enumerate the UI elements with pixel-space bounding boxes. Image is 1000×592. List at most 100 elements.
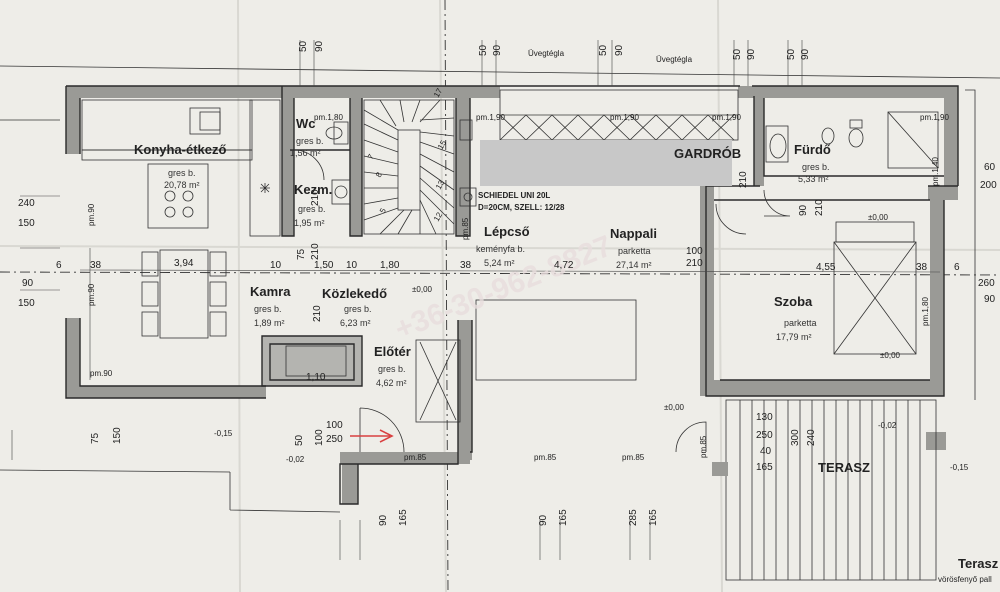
dimension: pm.85 (461, 217, 470, 240)
wall-outlines (65, 85, 959, 505)
dimension: 165 (558, 509, 569, 526)
room-area: 1,56 m² (290, 148, 321, 158)
room-floor: gres b. (378, 364, 406, 374)
room-area: 17,79 m² (776, 332, 812, 342)
dimension: 240 (18, 198, 35, 209)
dimension: 260 (978, 278, 995, 289)
room-name-nappali: Nappali (610, 226, 657, 241)
dimension: 90 (746, 48, 757, 60)
dimension: 285 (628, 509, 639, 526)
room-area: 4,62 m² (376, 378, 407, 388)
room-floor: gres b. (168, 168, 196, 178)
dimension: 150 (112, 427, 123, 444)
dimension: 50 (298, 40, 309, 52)
dimension: pm.1,90 (920, 113, 949, 122)
dimension: 38 (90, 260, 102, 271)
dimension: 210 (686, 258, 703, 269)
dimension: 210 (814, 199, 825, 216)
dimension: pm.90 (87, 283, 96, 306)
entrance-arrow-icon (350, 429, 394, 443)
dimension: 300 (790, 429, 801, 446)
shower-icon (887, 111, 939, 169)
dimension: 1,80 (380, 260, 400, 271)
dimension: 250 (756, 430, 773, 441)
toilet-icon (848, 119, 864, 148)
dimension-texts: 50 90 50 90 50 90 50 90 50 90 240 150 90… (18, 40, 997, 526)
room-floor: gres b. (254, 304, 282, 314)
doors (293, 149, 791, 453)
redacted-area (480, 140, 662, 186)
level-mark: -0,02 (286, 455, 305, 464)
dimension: 150 (18, 298, 35, 309)
chimney-label: SCHIEDEL UNI 20L (478, 191, 550, 200)
room-area: 5,24 m² (484, 258, 515, 268)
room-floor: gres b. (344, 304, 372, 314)
dimension: 3,94 (174, 258, 194, 269)
dimension: 38 (460, 260, 472, 271)
dimension: 38 (916, 262, 928, 273)
dimension: 130 (756, 412, 773, 423)
dimension: 90 (614, 44, 625, 56)
dimension: 210 (312, 305, 323, 322)
sink-icon (765, 125, 789, 163)
dining-table (141, 249, 227, 339)
room-floor: gres b. (296, 136, 324, 146)
room-name-furdo: Fürdő (794, 142, 831, 157)
dimension: 165 (398, 509, 409, 526)
dimension: 150 (18, 218, 35, 229)
dimension: 210 (738, 171, 749, 188)
dimension: 1,10 (306, 372, 326, 383)
dimension: 90 (314, 40, 325, 52)
room-name-kezm: Kezm. (294, 182, 332, 197)
dimension: 200 (980, 180, 997, 191)
dimension: 90 (492, 44, 503, 56)
dimension: pm.85 (699, 435, 708, 458)
dimension-lines (11, 40, 941, 560)
stair-step-number: 5 (378, 206, 388, 215)
dimension: 90 (378, 514, 389, 526)
level-mark: ±0,00 (868, 213, 889, 222)
room-name-kamra: Kamra (250, 284, 291, 299)
dimension: 40 (760, 446, 772, 457)
lot-line (965, 89, 976, 400)
room-area: 6,23 m² (340, 318, 371, 328)
dimension: pm.1,90 (712, 113, 741, 122)
dimension: 240 (806, 429, 817, 446)
room-name-terasz: TERASZ (818, 460, 870, 475)
dimension: 75 (90, 432, 101, 444)
chimney-label: D=20CM, SZELL: 12/28 (478, 203, 565, 212)
paper-fold (237, 0, 241, 592)
dimension: 4,72 (554, 260, 574, 271)
kitchen-counter (81, 99, 281, 237)
toilet-icon (325, 121, 349, 145)
room-name-terasz2: Terasz (958, 556, 999, 571)
dimension: 75 (296, 248, 307, 260)
level-mark: -0,02 (878, 421, 897, 430)
stair-step-number: 7 (366, 152, 376, 161)
dimension: 6 (954, 262, 960, 273)
living-furniture (285, 299, 637, 423)
lot-line (0, 65, 1000, 79)
room-name-konyha: Konyha-étkező (134, 142, 227, 157)
dimension: pm.90 (87, 203, 96, 226)
dimension: pm.90 (90, 369, 113, 378)
room-floor: gres b. (298, 204, 326, 214)
bidet-icon (821, 127, 835, 145)
room-floor: gres b. (802, 162, 830, 172)
dimension: 1,50 (314, 260, 334, 271)
level-mark: ±0,00 (880, 351, 901, 360)
level-mark: ±0,00 (412, 285, 433, 294)
level-mark: -0,15 (214, 429, 233, 438)
dimension: 10 (270, 260, 282, 271)
dimension: 100 (326, 420, 343, 431)
room-floor: parketta (784, 318, 817, 328)
dimension: 4,55 (816, 262, 836, 273)
level-mark: -0,15 (950, 463, 969, 472)
paper-fold (0, 245, 1000, 251)
washing-machine-icon (331, 179, 351, 205)
dimension: pm.85 (404, 453, 427, 462)
dimension: 60 (984, 162, 996, 173)
room-area: 20,78 m² (164, 180, 200, 190)
dimension: 50 (786, 48, 797, 60)
dimension: 6 (56, 260, 62, 271)
